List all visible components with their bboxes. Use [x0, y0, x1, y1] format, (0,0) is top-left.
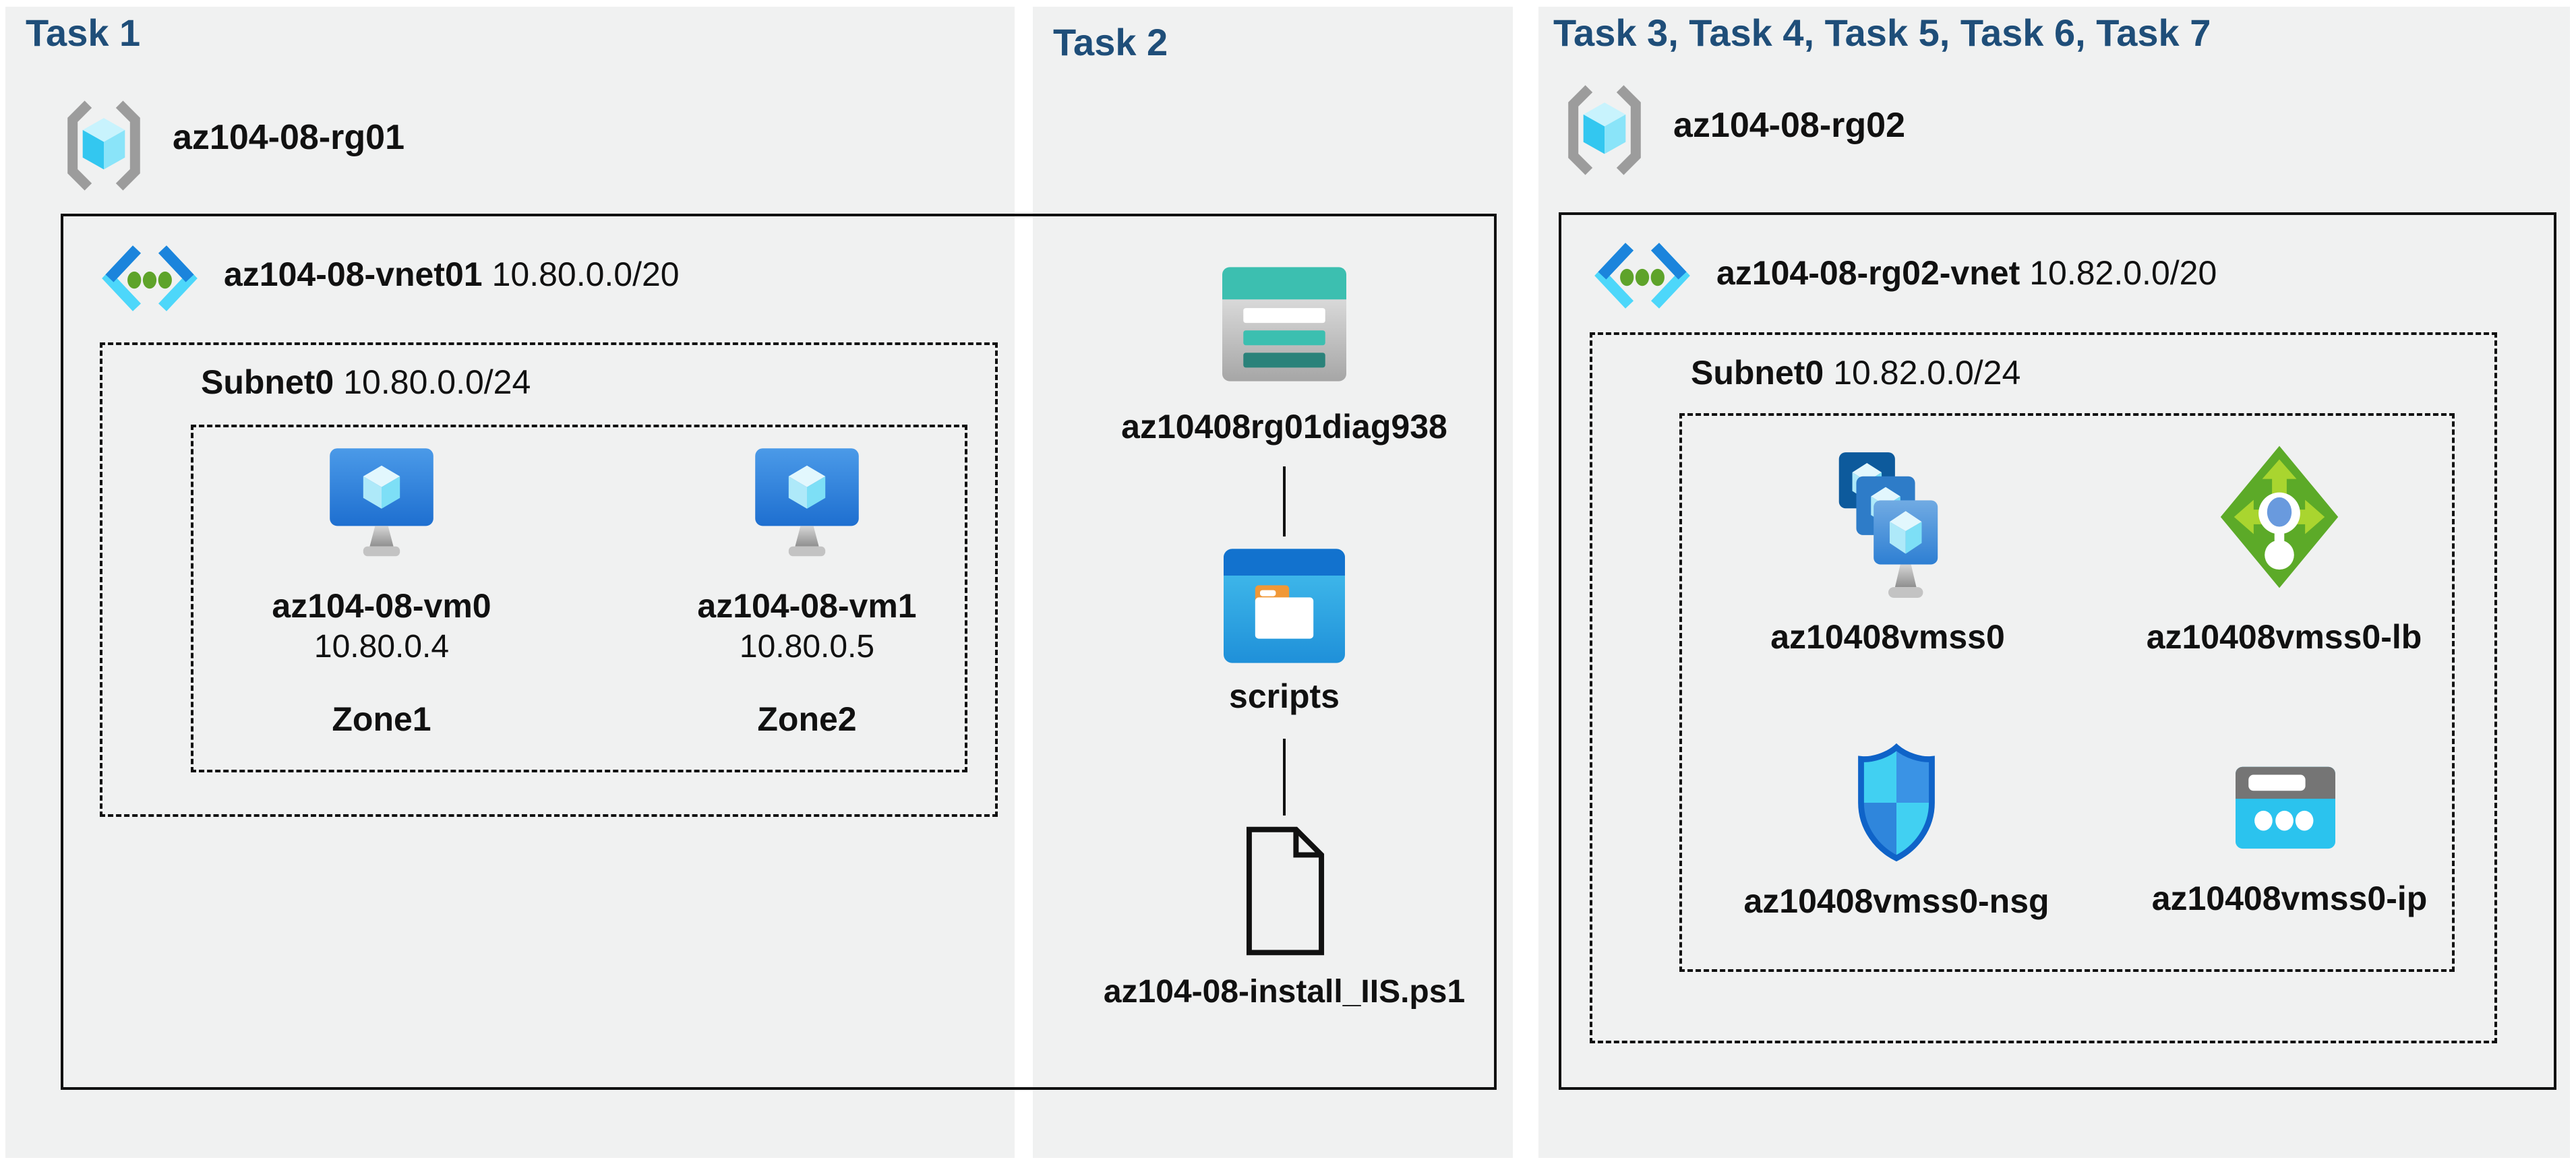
task3-title: Task 3, Task 4, Task 5, Task 6, Task 7: [1553, 11, 2211, 54]
vm0-ip: 10.80.0.4: [313, 629, 450, 665]
script-file-icon: [1242, 824, 1328, 958]
vmss-label: az10408vmss0: [1770, 618, 2005, 656]
storage-account-label: az10408rg01diag938: [1121, 408, 1447, 446]
rg1-boundary-box: [61, 214, 1497, 1090]
virtual-network-icon: [1591, 240, 1694, 311]
subnet2-box: [1590, 332, 2497, 1043]
vm1-name: az104-08-vm1: [697, 587, 917, 625]
subnet1-cidr: 10.80.0.0/24: [343, 363, 531, 401]
vm-scale-set-icon: [1820, 449, 1954, 605]
storage-account-icon: [1222, 267, 1346, 381]
vm0-name: az104-08-vm0: [272, 587, 491, 625]
vnet2-cidr: 10.82.0.0/20: [2029, 254, 2217, 292]
nsg-label: az10408vmss0-nsg: [1743, 882, 2049, 920]
network-security-group-icon: [1854, 741, 1939, 864]
connector-storage-to-container: [1283, 466, 1286, 536]
virtual-machine-icon: [753, 446, 861, 565]
resource-group-icon: [61, 98, 147, 193]
subnet1-box: [100, 342, 998, 817]
task1-title: Task 1: [26, 11, 141, 54]
vm-zone-box: [191, 425, 967, 772]
virtual-machine-icon: [328, 446, 436, 565]
vnet1-name: az104-08-vnet01: [224, 255, 483, 293]
subnet2-name: Subnet0: [1691, 354, 1824, 392]
script-file-label: az104-08-install_IIS.ps1: [1103, 974, 1466, 1010]
task1-panel: [5, 7, 1015, 1158]
vnet2-name: az104-08-rg02-vnet: [1716, 254, 2020, 292]
container-label: scripts: [1229, 677, 1340, 715]
rg1-label: az104-08-rg01: [173, 118, 405, 157]
vm1-ip: 10.80.0.5: [739, 629, 875, 665]
rg2-label: az104-08-rg02: [1673, 106, 1905, 145]
task3-panel: [1538, 7, 2570, 1158]
task2-title: Task 2: [1053, 21, 1168, 63]
public-ip-label: az10408vmss0-ip: [2151, 880, 2428, 917]
vm0-zone: Zone1: [332, 700, 431, 738]
blob-container-icon: [1224, 549, 1345, 663]
connector-container-to-file: [1283, 739, 1286, 816]
load-balancer-icon: [2218, 443, 2341, 590]
vnet1-cidr: 10.80.0.0/20: [491, 255, 680, 293]
load-balancer-label: az10408vmss0-lb: [2146, 618, 2422, 656]
public-ip-icon: [2236, 756, 2335, 849]
rg2-boundary-box: [1559, 212, 2556, 1090]
vmss-zone-box: [1679, 413, 2455, 972]
resource-group-icon: [1561, 83, 1648, 177]
subnet2-cidr: 10.82.0.0/24: [1833, 354, 2021, 392]
subnet1-name: Subnet0: [201, 363, 334, 401]
vm1-zone: Zone2: [757, 700, 857, 738]
virtual-network-icon: [98, 243, 201, 314]
